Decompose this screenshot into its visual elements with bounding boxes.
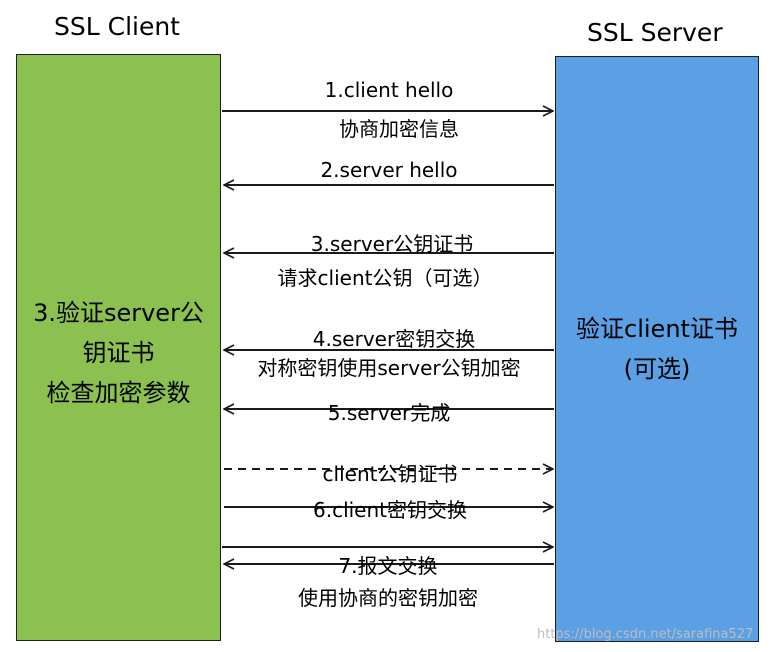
server-box: 验证client证书 (可选)	[555, 56, 759, 642]
client-text-line-1: 3.验证server公	[33, 299, 204, 327]
watermark: https://blog.csdn.net/sarafina527	[537, 627, 754, 642]
message-label-2: 2.server hello	[320, 158, 458, 182]
client-box: 3.验证server公 钥证书 检查加密参数	[16, 54, 221, 641]
server-text-line-2: (可选)	[623, 355, 691, 383]
client-title: SSL Client	[54, 12, 180, 41]
message-label-3: 3.server公钥证书	[310, 232, 474, 256]
message-label-4: 4.server密钥交换	[312, 327, 476, 351]
message-sublabel-3: 请求client公钥（可选）	[277, 266, 493, 290]
message-label-6: client公钥证书	[322, 462, 458, 486]
message-label-1: 1.client hello	[324, 78, 454, 102]
message-label-7: 6.client密钥交换	[312, 498, 468, 522]
server-title: SSL Server	[587, 18, 723, 47]
message-label-8: 7.报文交换	[338, 554, 438, 578]
client-text-line-2: 钥证书	[82, 339, 155, 367]
message-label-5: 5.server完成	[327, 401, 451, 425]
message-sublabel-4: 对称密钥使用server公钥加密	[257, 356, 521, 380]
client-box-text: 3.验证server公 钥证书 检查加密参数	[17, 293, 220, 413]
message-sublabel-1: 协商加密信息	[339, 117, 459, 141]
message-sublabel-8: 使用协商的密钥加密	[298, 586, 478, 610]
server-box-text: 验证client证书 (可选)	[556, 309, 758, 389]
server-text-line-1: 验证client证书	[576, 315, 738, 343]
client-text-line-3: 检查加密参数	[46, 379, 191, 407]
